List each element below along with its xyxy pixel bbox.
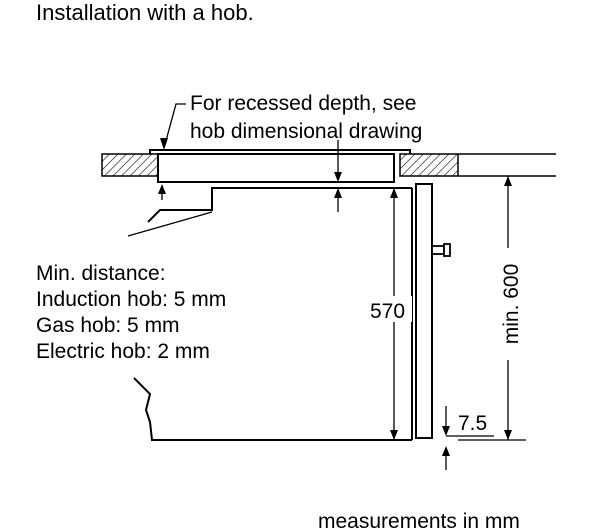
worktop-section-left bbox=[101, 153, 161, 177]
min-distance-arrows bbox=[334, 140, 342, 212]
worktop-section-right bbox=[399, 153, 459, 177]
recessed-depth-callout: For recessed depth, see hob dimensional … bbox=[160, 92, 422, 150]
dimension-gap: 7.5 bbox=[442, 406, 494, 470]
oven-door bbox=[415, 183, 433, 439]
hob-body bbox=[157, 153, 395, 183]
min-distance-item: Gas hob: 5 mm bbox=[36, 314, 180, 337]
dimension-gap-label: 7.5 bbox=[458, 412, 487, 435]
oven-bottom-edge bbox=[133, 377, 412, 441]
worktop bbox=[101, 153, 556, 177]
callout-line-1: For recessed depth, see bbox=[190, 92, 416, 115]
dimension-570: 570 bbox=[368, 188, 412, 440]
dimension-min-600: min. 600 bbox=[458, 176, 526, 441]
callout-leader bbox=[163, 103, 186, 149]
min-distance-heading: Min. distance: bbox=[36, 262, 166, 285]
oven-knob-cap bbox=[443, 243, 451, 257]
dimension-570-label: 570 bbox=[370, 300, 405, 323]
min-distance-item: Electric hob: 2 mm bbox=[36, 340, 210, 363]
hob bbox=[149, 149, 411, 183]
diagram-title: Installation with a hob. bbox=[36, 0, 254, 25]
oven-knob bbox=[431, 245, 445, 255]
callout-arrowhead bbox=[160, 138, 168, 150]
left-gap-arrow bbox=[158, 184, 166, 200]
hob-lip bbox=[149, 149, 411, 154]
dimension-min-600-label: min. 600 bbox=[500, 264, 523, 345]
min-distance-item: Induction hob: 5 mm bbox=[36, 288, 226, 311]
min-distance-notes: Min. distance: Induction hob: 5 mm Gas h… bbox=[36, 262, 226, 363]
measurements-note: measurements in mm bbox=[318, 510, 520, 532]
oven-top-edge bbox=[147, 187, 412, 223]
callout-line-2: hob dimensional drawing bbox=[190, 120, 422, 143]
oven-break-line-top bbox=[127, 211, 213, 237]
